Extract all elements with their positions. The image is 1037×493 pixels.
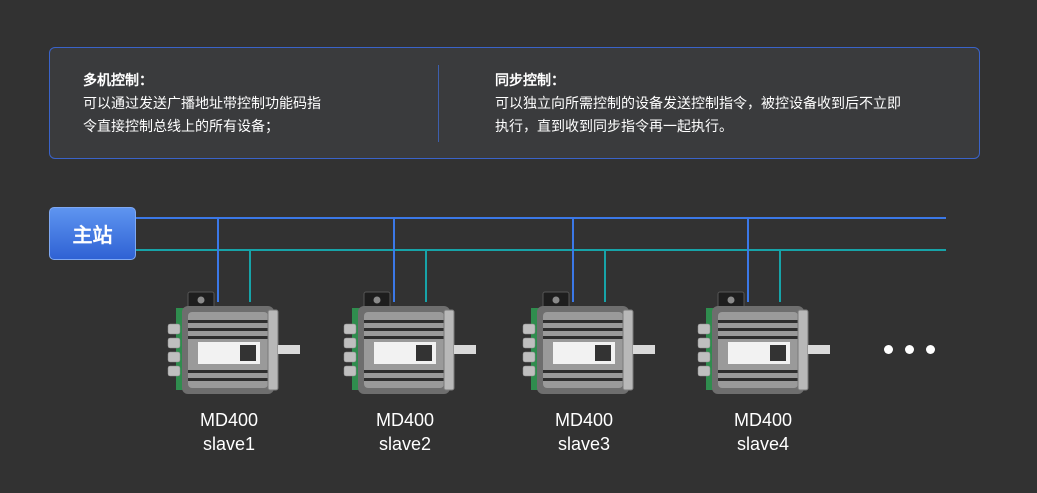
- sync-control-title: 同步控制：: [495, 73, 565, 89]
- terminal-block: [697, 337, 711, 349]
- multi-control-description: 多机控制： 可以通过发送广播地址带控制功能码指 令直接控制总线上的所有设备；: [83, 70, 393, 139]
- motor-shaft: [808, 345, 830, 354]
- terminal-block: [697, 323, 711, 335]
- multi-control-line: 可以通过发送广播地址带控制功能码指: [83, 96, 321, 112]
- stepper-motor-icon: [343, 218, 476, 394]
- terminal-block: [343, 365, 357, 377]
- motor-fin: [364, 370, 444, 373]
- terminal-block: [522, 337, 536, 349]
- motor-fin: [364, 336, 444, 339]
- sync-control-line: 可以独立向所需控制的设备发送控制指令，被控设备收到后不立即: [495, 96, 901, 112]
- master-station-button[interactable]: 主站: [49, 207, 136, 260]
- multi-control-title: 多机控制：: [83, 73, 153, 89]
- slave-name: slave3: [557, 434, 611, 454]
- motor-flange: [622, 309, 634, 391]
- terminal-block: [343, 351, 357, 363]
- slave-model: MD400: [554, 410, 614, 430]
- ellipsis-icon: [884, 345, 938, 355]
- terminal-block: [522, 365, 536, 377]
- motor-flange: [267, 309, 279, 391]
- motor-fin: [543, 370, 623, 373]
- terminal-block: [522, 323, 536, 335]
- motor-fin: [718, 336, 798, 339]
- terminal-block: [343, 337, 357, 349]
- slave-node-label: MD400 slave3: [524, 408, 644, 456]
- ellipsis-dot: [926, 345, 935, 354]
- motor-fin: [188, 370, 268, 373]
- slave-name: slave1: [202, 434, 256, 454]
- terminal-block: [343, 323, 357, 335]
- qr-code: [416, 345, 432, 361]
- multi-control-line: 令直接控制总线上的所有设备；: [83, 119, 279, 135]
- motor-flange: [443, 309, 455, 391]
- terminal-block: [697, 365, 711, 377]
- motor-fin: [543, 336, 623, 339]
- driver-board: [176, 308, 184, 390]
- ellipsis-dot: [884, 345, 893, 354]
- terminal-block: [167, 337, 181, 349]
- motor-fin: [188, 320, 268, 323]
- slave-node-label: MD400 slave2: [345, 408, 465, 456]
- driver-board: [531, 308, 539, 390]
- motor-fin: [718, 320, 798, 323]
- connector-screw: [197, 296, 205, 304]
- slave-model: MD400: [733, 410, 793, 430]
- motor-shaft: [278, 345, 300, 354]
- connector-screw: [552, 296, 560, 304]
- master-station-label: 主站: [72, 223, 113, 247]
- connector-screw: [727, 296, 735, 304]
- motor-shaft: [633, 345, 655, 354]
- motor-fin: [364, 378, 444, 381]
- info-divider: [438, 65, 439, 142]
- slave-model: MD400: [199, 410, 259, 430]
- terminal-block: [167, 351, 181, 363]
- slave-name: slave4: [736, 434, 790, 454]
- motor-fin: [718, 328, 798, 331]
- motor-fin: [364, 328, 444, 331]
- motor-shaft: [454, 345, 476, 354]
- motor-fin: [543, 378, 623, 381]
- qr-code: [595, 345, 611, 361]
- motor-fin: [188, 336, 268, 339]
- stepper-motor-icon: [522, 218, 655, 394]
- driver-board: [352, 308, 360, 390]
- motor-fin: [188, 328, 268, 331]
- motor-fin: [188, 378, 268, 381]
- motor-fin: [718, 370, 798, 373]
- terminal-block: [697, 351, 711, 363]
- motor-fin: [364, 320, 444, 323]
- stepper-motor-icon: [697, 218, 830, 394]
- slave-model: MD400: [375, 410, 435, 430]
- slave-name: slave2: [378, 434, 432, 454]
- sync-control-description: 同步控制： 可以独立向所需控制的设备发送控制指令，被控设备收到后不立即 执行，直…: [495, 70, 965, 139]
- motor-fin: [543, 328, 623, 331]
- sync-control-line: 执行，直到收到同步指令再一起执行。: [495, 119, 733, 135]
- slave-node-label: MD400 slave1: [169, 408, 289, 456]
- qr-code: [770, 345, 786, 361]
- ellipsis-dot: [905, 345, 914, 354]
- motor-fin: [718, 378, 798, 381]
- driver-board: [706, 308, 714, 390]
- slave-node-label: MD400 slave4: [703, 408, 823, 456]
- stepper-motor-icon: [167, 218, 300, 394]
- terminal-block: [167, 365, 181, 377]
- qr-code: [240, 345, 256, 361]
- connector-screw: [373, 296, 381, 304]
- motor-fin: [543, 320, 623, 323]
- motor-flange: [797, 309, 809, 391]
- terminal-block: [522, 351, 536, 363]
- info-panel: 多机控制： 可以通过发送广播地址带控制功能码指 令直接控制总线上的所有设备； 同…: [49, 47, 980, 159]
- terminal-block: [167, 323, 181, 335]
